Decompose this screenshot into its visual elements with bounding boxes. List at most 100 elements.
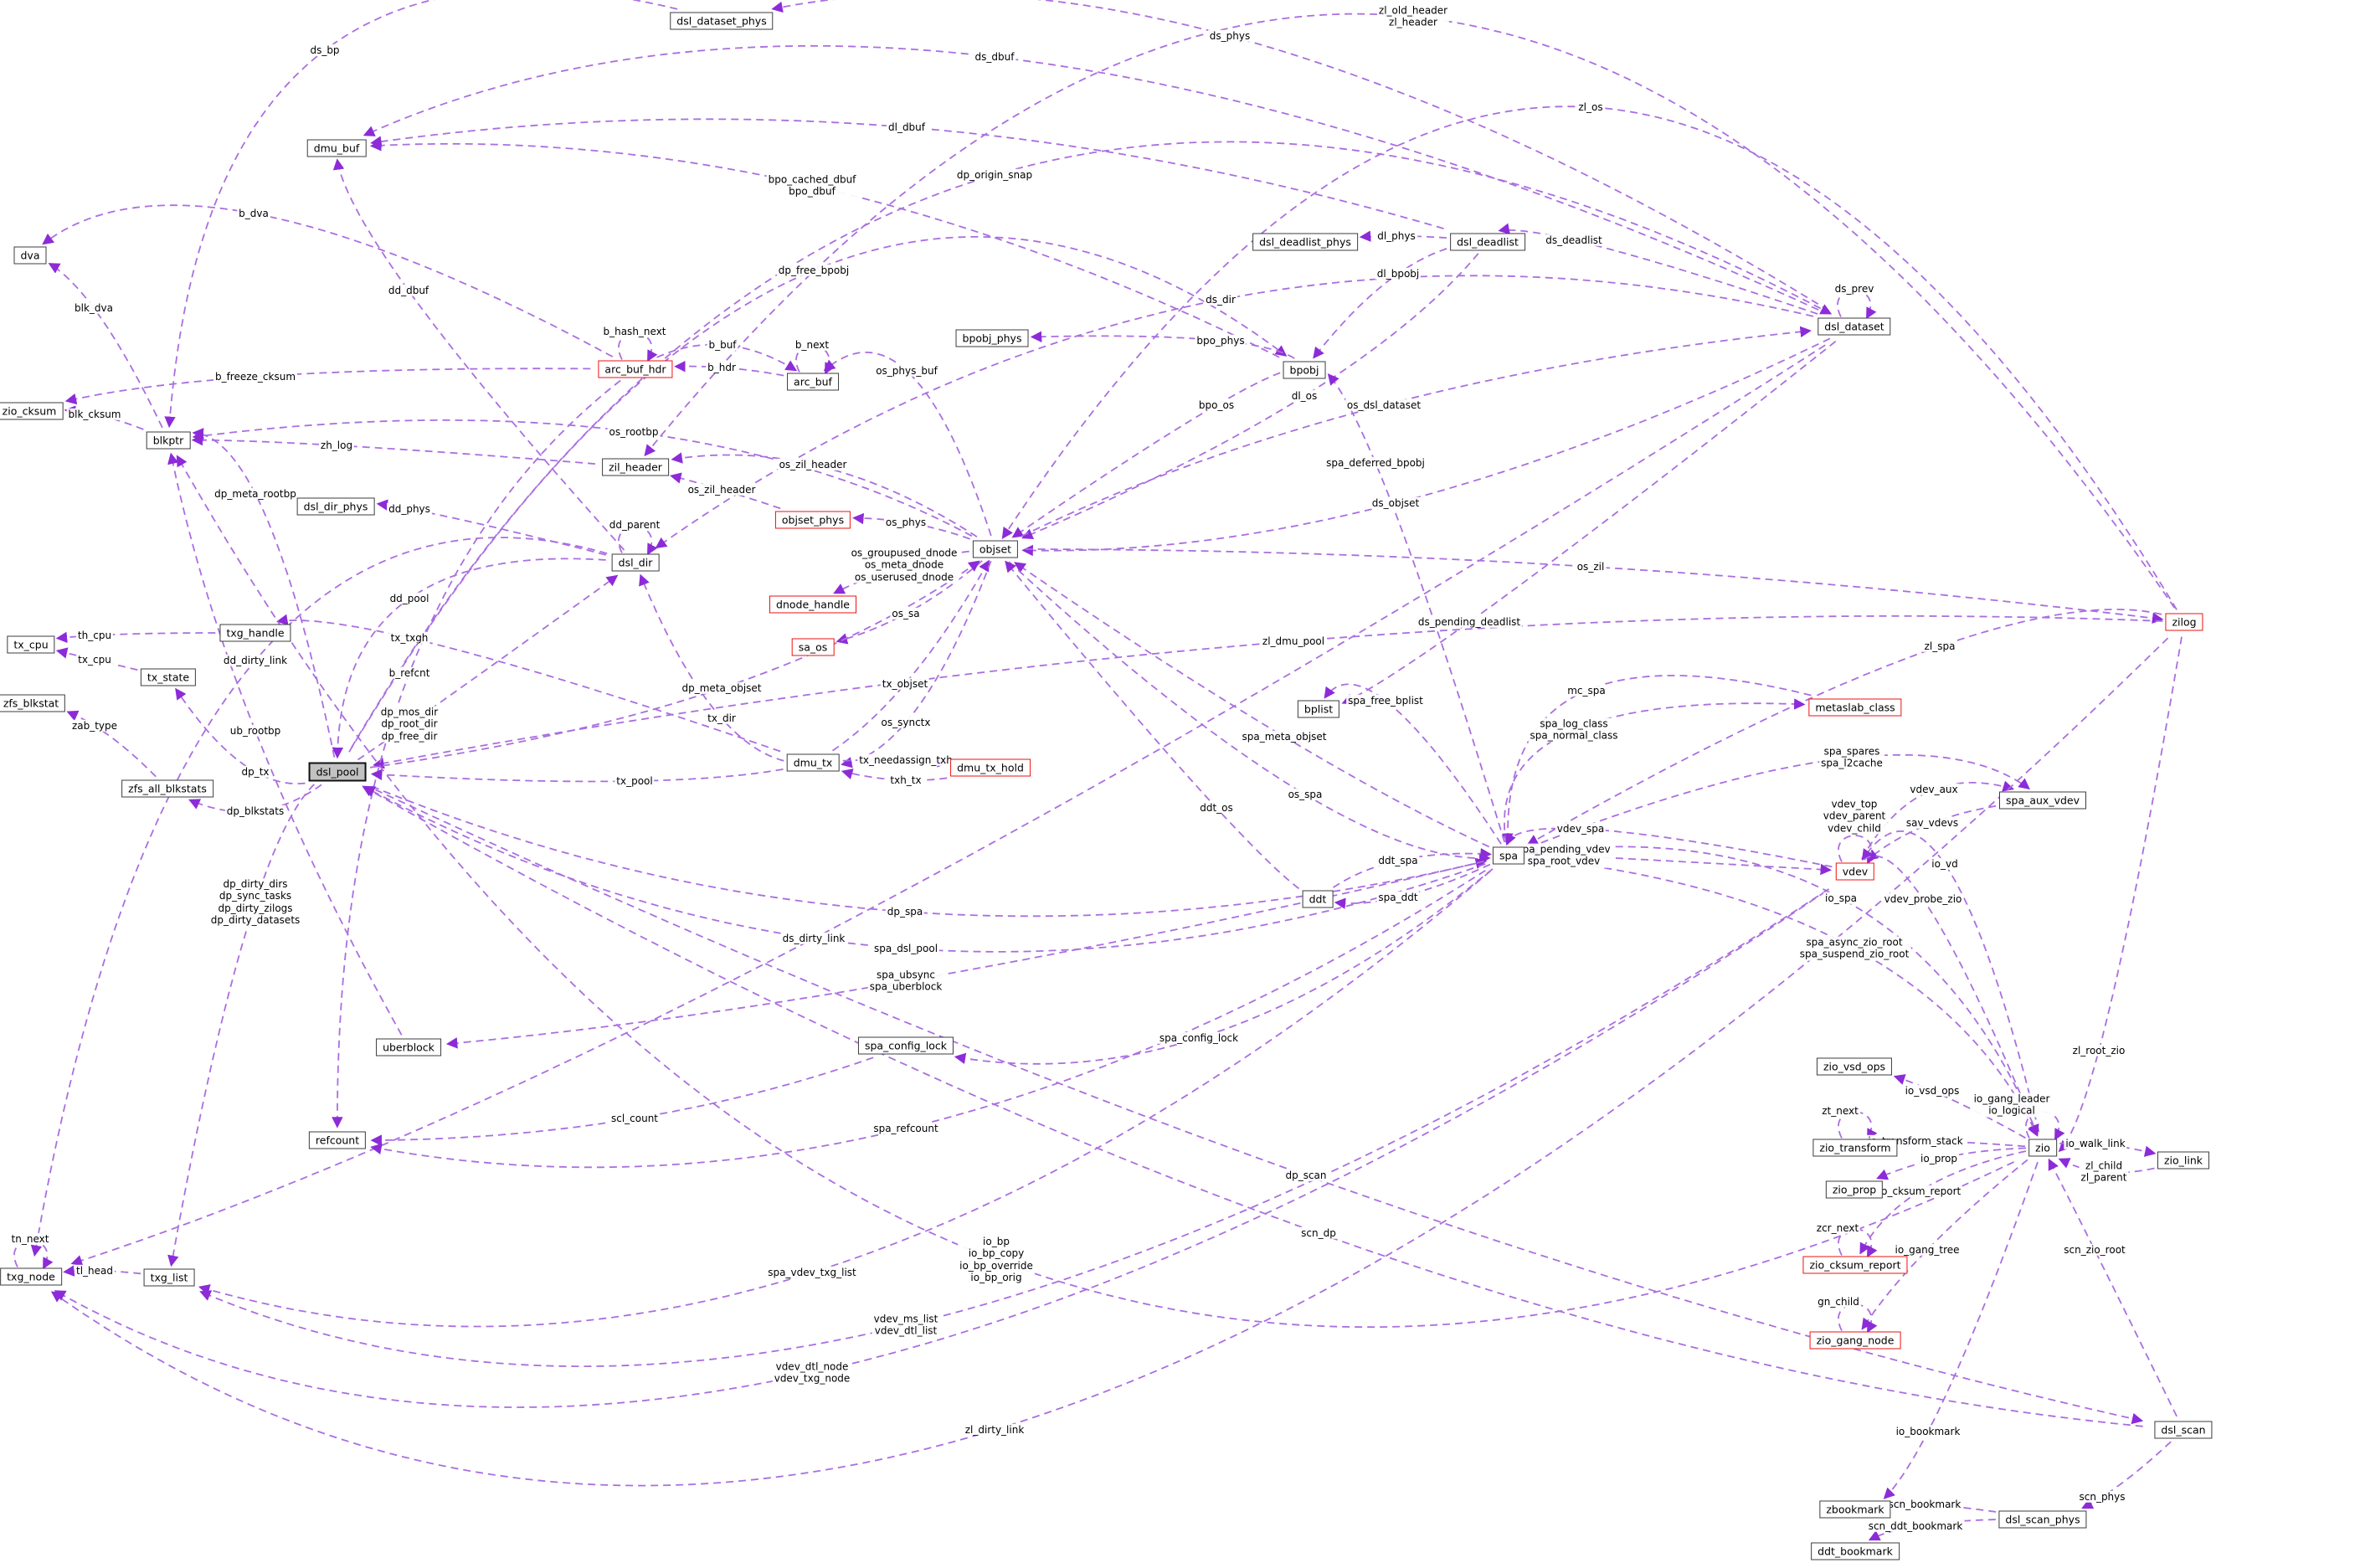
node-txg_node[interactable]: txg_node — [0, 1267, 62, 1286]
edge-dsl_scan_phys-to-zbookmark — [1892, 1498, 1997, 1513]
node-arc_buf[interactable]: arc_buf — [787, 373, 839, 391]
edge-dsl_pool-to-bpobj — [348, 236, 1288, 753]
edge-bpobj-to-objset — [1011, 372, 1281, 538]
node-bplist[interactable]: bplist — [1297, 700, 1340, 718]
edge-dsl_dataset-to-objset — [1021, 337, 1831, 557]
edge-dsl_dir-to-dsl_pool — [332, 558, 606, 759]
edge-objset-to-dmu_tx — [841, 560, 992, 769]
node-zio_link[interactable]: zio_link — [2157, 1151, 2210, 1170]
node-zio_vsd_ops[interactable]: zio_vsd_ops — [1816, 1057, 1893, 1076]
node-ddt_bookmark[interactable]: ddt_bookmark — [1811, 1542, 1900, 1560]
node-tx_cpu[interactable]: tx_cpu — [7, 635, 55, 654]
node-dsl_scan[interactable]: dsl_scan — [2154, 1421, 2213, 1439]
node-zbookmark[interactable]: zbookmark — [1819, 1500, 1891, 1519]
node-metaslab_class[interactable]: metaslab_class — [1808, 698, 1902, 717]
edge-spa-to-dsl_pool — [363, 786, 1486, 953]
node-bpobj_phys[interactable]: bpobj_phys — [955, 329, 1029, 347]
edge-zio-to-zio_gang_node — [1861, 1159, 2028, 1330]
node-spa_aux_vdev[interactable]: spa_aux_vdev — [1998, 791, 2087, 810]
edge-zio-to-zio — [2025, 1111, 2065, 1141]
edge-zilog-to-zio — [2058, 636, 2183, 1153]
edge-dsl_deadlist-to-dmu_buf — [370, 118, 1444, 229]
edge-dsl_dir-to-dmu_buf — [332, 158, 625, 551]
node-dnode_handle[interactable]: dnode_handle — [769, 595, 856, 614]
node-dsl_dataset[interactable]: dsl_dataset — [1818, 317, 1891, 336]
node-dsl_deadlist[interactable]: dsl_deadlist — [1450, 233, 1525, 251]
edge-zio_gang_node-to-zio_gang_node — [1838, 1303, 1878, 1334]
edge-spa-to-metaslab_class — [1504, 698, 1806, 843]
node-dsl_dir_phys[interactable]: dsl_dir_phys — [296, 497, 375, 516]
node-dmu_tx[interactable]: dmu_tx — [786, 753, 840, 772]
node-dsl_dataset_phys[interactable]: dsl_dataset_phys — [670, 12, 774, 30]
edge-objset-to-zilog — [1025, 548, 2164, 624]
node-arc_buf_hdr[interactable]: arc_buf_hdr — [598, 360, 673, 378]
node-dva[interactable]: dva — [13, 246, 47, 265]
edge-dmu_tx_hold-to-dmu_tx — [841, 769, 948, 781]
edge-txg_list-to-txg_node — [63, 1265, 141, 1277]
node-zio_gang_node[interactable]: zio_gang_node — [1809, 1331, 1901, 1350]
node-ddt[interactable]: ddt — [1302, 890, 1334, 908]
node-zil_header[interactable]: zil_header — [602, 458, 669, 476]
edge-zio-to-zio_link — [2059, 1142, 2157, 1157]
node-dmu_tx_hold[interactable]: dmu_tx_hold — [950, 758, 1031, 777]
node-dsl_pool[interactable]: dsl_pool — [308, 762, 367, 782]
node-dmu_buf[interactable]: dmu_buf — [306, 139, 367, 157]
edge-zio-to-spa — [1526, 846, 2039, 1135]
edge-spa-to-zio — [1529, 856, 2039, 1137]
edge-objset-to-blkptr — [192, 419, 973, 537]
node-refcount[interactable]: refcount — [308, 1131, 367, 1149]
node-objset[interactable]: objset — [972, 540, 1019, 558]
edge-bpobj-to-dmu_buf — [369, 140, 1280, 358]
edge-bpobj-to-bpobj_phys — [1030, 331, 1295, 359]
node-dsl_scan_phys[interactable]: dsl_scan_phys — [1998, 1510, 2087, 1529]
edge-arc_buf_hdr-to-zio_cksum — [64, 368, 591, 405]
node-spa_config_lock[interactable]: spa_config_lock — [857, 1036, 954, 1055]
node-dsl_deadlist_phys[interactable]: dsl_deadlist_phys — [1252, 233, 1358, 251]
edge-txg_node-to-txg_node — [13, 1240, 54, 1270]
edge-dsl_pool-to-objset — [369, 560, 980, 769]
node-zio_cksum[interactable]: zio_cksum — [0, 402, 64, 420]
node-zio_transform[interactable]: zio_transform — [1812, 1139, 1898, 1157]
node-dsl_dir[interactable]: dsl_dir — [611, 553, 660, 572]
edge-arc_buf_hdr-to-arc_buf — [656, 343, 798, 372]
edge-dsl_scan-to-zio — [2048, 1158, 2177, 1417]
node-spa[interactable]: spa — [1492, 846, 1525, 865]
node-zfs_all_blkstats[interactable]: zfs_all_blkstats — [121, 779, 213, 798]
node-vdev[interactable]: vdev — [1835, 862, 1875, 881]
edge-zio-to-zbookmark — [1883, 1161, 2039, 1499]
node-zio_cksum_report[interactable]: zio_cksum_report — [1802, 1256, 1908, 1274]
edge-zilog-to-spa — [1526, 609, 2162, 846]
node-bpobj[interactable]: bpobj — [1283, 361, 1326, 379]
node-blkptr[interactable]: blkptr — [146, 431, 191, 450]
node-zio_prop[interactable]: zio_prop — [1825, 1180, 1884, 1199]
edge-zio_cksum_report-to-zio_cksum_report — [1838, 1228, 1878, 1258]
edge-dsl_pool-to-blkptr — [192, 428, 336, 758]
edge-dsl_deadlist-to-bpobj — [1313, 248, 1447, 359]
node-txg_handle[interactable]: txg_handle — [219, 624, 291, 642]
edge-dsl_pool-to-tx_state — [175, 687, 306, 784]
node-zfs_blkstat[interactable]: zfs_blkstat — [0, 694, 66, 712]
node-zio[interactable]: zio — [2028, 1139, 2057, 1157]
edge-zfs_all_blkstats-to-zfs_blkstat — [66, 710, 157, 778]
node-objset_phys[interactable]: objset_phys — [774, 511, 851, 529]
edge-tx_state-to-tx_cpu — [55, 647, 138, 671]
edge-dsl_scan-to-dsl_scan_phys — [2081, 1441, 2172, 1509]
node-uberblock[interactable]: uberblock — [376, 1038, 441, 1056]
edge-objset-to-sa_os — [836, 560, 983, 645]
edge-zilog-to-dsl_pool — [373, 615, 2163, 769]
edge-dsl_dataset-to-dsl_dataset_phys — [771, 0, 1829, 311]
node-zilog[interactable]: zilog — [2165, 613, 2203, 631]
edge-ddt-to-spa — [1332, 848, 1492, 888]
edge-zilog-to-objset — [1001, 105, 2177, 610]
edge-dsl_dataset-to-dsl_deadlist — [1498, 223, 1818, 315]
node-sa_os[interactable]: sa_os — [791, 638, 835, 656]
edge-dsl_dataset-to-txg_node — [70, 344, 1826, 1267]
edge-arc_buf_hdr-to-arc_buf_hdr — [618, 332, 658, 362]
node-txg_list[interactable]: txg_list — [143, 1268, 195, 1287]
edge-dsl_dataset_phys-to-blkptr — [164, 0, 678, 429]
edge-metaslab_class-to-spa — [1502, 675, 1812, 846]
edge-spa-to-vdev — [1528, 853, 1833, 876]
edge-dsl_pool-to-dsl_dir — [357, 574, 619, 761]
node-tx_state[interactable]: tx_state — [140, 668, 197, 686]
